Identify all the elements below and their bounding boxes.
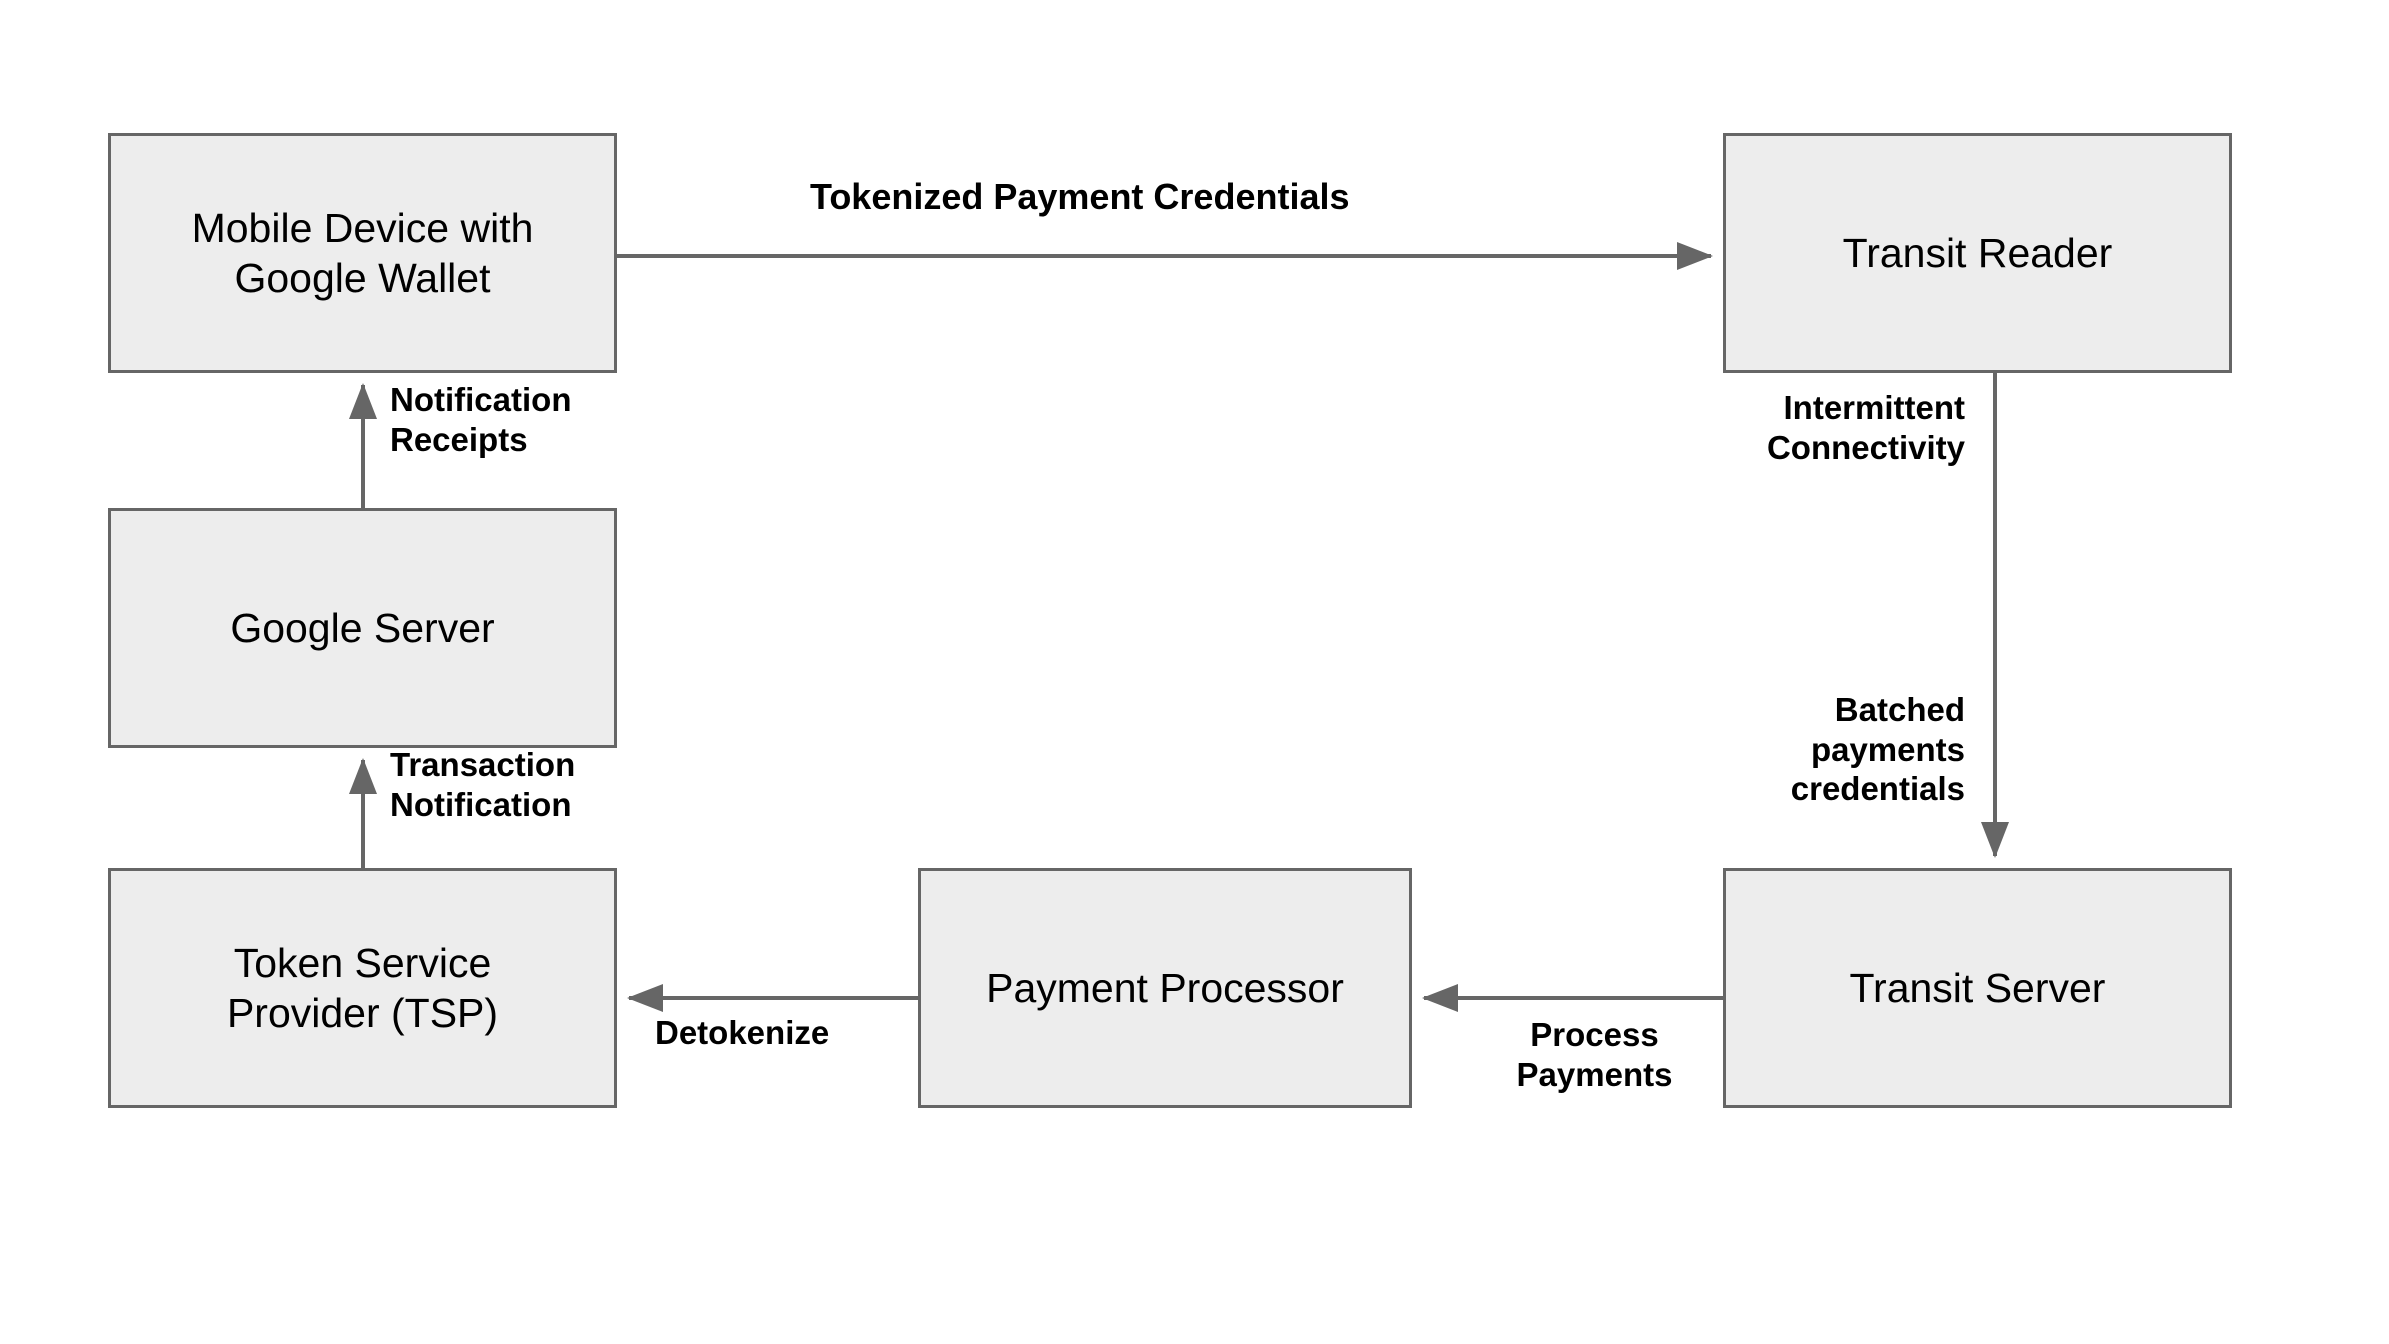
node-google-server[interactable]: Google Server bbox=[108, 508, 617, 748]
node-token-service-provider[interactable]: Token Service Provider (TSP) bbox=[108, 868, 617, 1108]
node-transit-reader[interactable]: Transit Reader bbox=[1723, 133, 2232, 373]
edge-label-intermittent-connectivity: Intermittent Connectivity bbox=[1766, 389, 1965, 466]
node-token-service-provider-label: Token Service Provider (TSP) bbox=[226, 939, 499, 1036]
node-transit-reader-label: Transit Reader bbox=[1842, 229, 2113, 276]
node-google-server-label: Google Server bbox=[230, 604, 495, 651]
node-transit-server[interactable]: Transit Server bbox=[1723, 868, 2232, 1108]
node-payment-processor[interactable]: Payment Processor bbox=[918, 868, 1412, 1108]
edge-label-batched-payments-credentials: Batched payments credentials bbox=[1790, 691, 1965, 808]
node-payment-processor-label: Payment Processor bbox=[986, 964, 1344, 1011]
edge-label-tokenized-payment-credentials: Tokenized Payment Credentials bbox=[810, 176, 1350, 217]
edge-label-detokenize: Detokenize bbox=[655, 1014, 830, 1051]
edge-label-notification-receipts: Notification Receipts bbox=[390, 381, 572, 458]
edge-label-transaction-notification: Transaction Notification bbox=[390, 746, 576, 823]
node-transit-server-label: Transit Server bbox=[1849, 964, 2106, 1011]
edge-label-process-payments: Process Payments bbox=[1516, 1016, 1673, 1093]
node-mobile-device-label: Mobile Device with Google Wallet bbox=[191, 204, 534, 301]
node-mobile-device[interactable]: Mobile Device with Google Wallet bbox=[108, 133, 617, 373]
